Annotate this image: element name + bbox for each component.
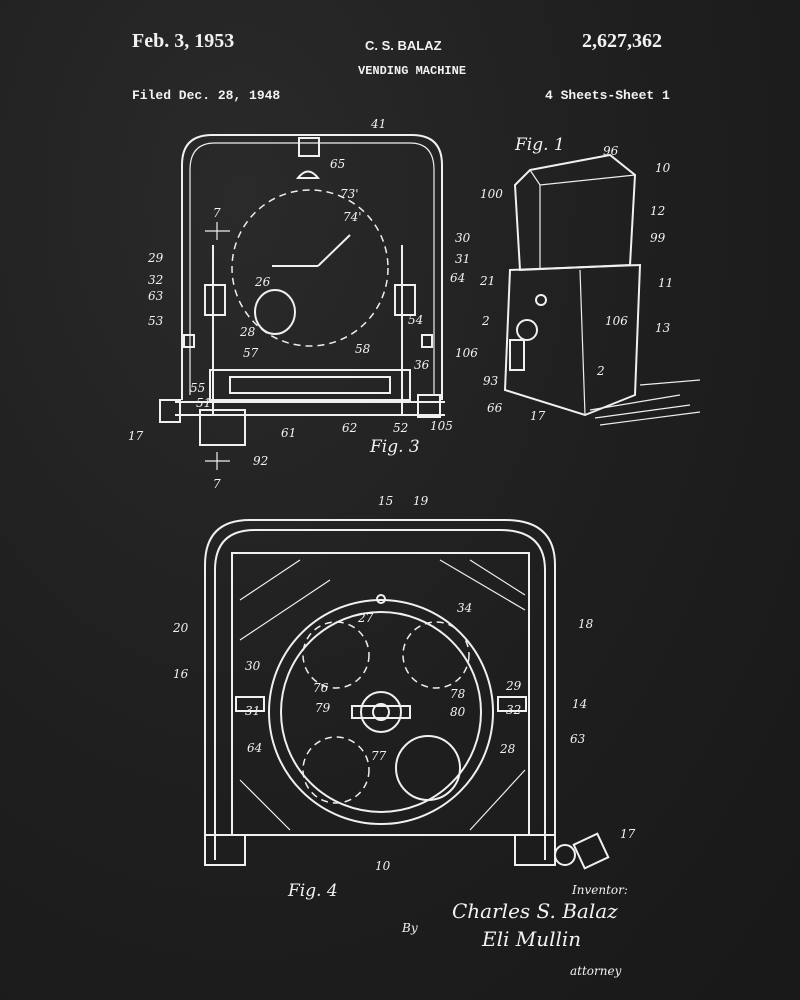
fig4-label: 28 <box>499 742 516 756</box>
fig3-label: 92 <box>253 454 268 468</box>
fig3-label: 29 <box>147 251 164 265</box>
fig3-label: 41 <box>370 117 386 131</box>
fig1-label: 99 <box>650 231 666 245</box>
inventor-label: Inventor: <box>571 883 628 897</box>
fig4-label: 19 <box>413 494 429 508</box>
fig1-label: 13 <box>655 321 671 335</box>
fig4-label: 10 <box>375 859 391 873</box>
fig1-caption: Fig. 1 <box>514 135 565 155</box>
fig3-label: 62 <box>342 421 357 435</box>
fig4-label: 15 <box>378 494 393 508</box>
patent-number: 2,627,362 <box>582 30 662 52</box>
fig3-label: 57 <box>243 346 259 360</box>
fig4-label: 18 <box>578 617 594 631</box>
fig1-label: 93 <box>483 374 499 388</box>
fig3-label: 73' <box>340 187 359 201</box>
sheets-info: 4 Sheets-Sheet 1 <box>545 88 670 103</box>
fig4-label: 79 <box>315 701 331 715</box>
fig3-label: 31 <box>455 252 470 266</box>
fig3-label: 64 <box>450 271 465 285</box>
patent-title: VENDING MACHINE <box>358 64 467 78</box>
fig4-label: 34 <box>457 601 472 615</box>
fig1-label: 12 <box>650 204 665 218</box>
fig3-label: 74' <box>343 210 362 224</box>
inventor-short: C. S. BALAZ <box>365 38 442 53</box>
fig1-label: 11 <box>658 276 673 290</box>
fig3-label: 32 <box>148 273 163 287</box>
patent-date: Feb. 3, 1953 <box>132 30 235 52</box>
fig1-label: 10 <box>655 161 671 175</box>
fig4-label: 32 <box>506 703 521 717</box>
fig3-label: 17 <box>128 429 144 443</box>
attorney-signature: Eli Mullin <box>481 927 581 951</box>
fig3-label: 65 <box>330 157 345 171</box>
fig4-caption: Fig. 4 <box>287 881 338 901</box>
fig1-label: 2 <box>481 314 490 328</box>
fig3-caption: Fig. 3 <box>369 437 420 457</box>
fig3-label: 26 <box>254 275 271 289</box>
fig4-label: 17 <box>620 827 636 841</box>
fig3-label: 105 <box>430 419 453 433</box>
fig3-label: 7 <box>213 477 221 491</box>
fig1-label: 17 <box>530 409 546 423</box>
fig3-label: 52 <box>393 421 408 435</box>
fig3-label: 58 <box>355 342 371 356</box>
fig4-label: 31 <box>245 704 260 718</box>
fig1-label: 2 <box>596 364 605 378</box>
fig3-label: 30 <box>455 231 471 245</box>
fig1-label: 106 <box>605 314 628 328</box>
inventor-signature: Charles S. Balaz <box>452 899 618 923</box>
fig4-label: 27 <box>357 611 374 625</box>
signature-block: Inventor: Charles S. Balaz By Eli Mullin… <box>401 883 628 978</box>
fig3-label: 51 <box>196 396 211 410</box>
attorney-label: attorney <box>570 964 622 978</box>
fig3-label: 61 <box>281 426 296 440</box>
fig1-label: 100 <box>480 187 503 201</box>
fig4-label: 78 <box>450 687 466 701</box>
fig4-label: 14 <box>572 697 587 711</box>
filed-date: Filed Dec. 28, 1948 <box>132 88 281 103</box>
fig4-label: 30 <box>245 659 261 673</box>
fig1-label: 21 <box>479 274 495 288</box>
fig4-label: 64 <box>247 741 262 755</box>
by-label: By <box>401 921 418 935</box>
fig3-label: 28 <box>239 325 256 339</box>
fig3-label: 106 <box>455 346 478 360</box>
figure-3: 41 65 73' 74' 7 29 32 63 53 26 28 30 31 … <box>128 117 478 491</box>
fig4-label: 63 <box>570 732 586 746</box>
fig3-label: 63 <box>148 289 164 303</box>
fig4-label: 20 <box>172 621 189 635</box>
fig3-label: 7 <box>213 206 221 220</box>
fig3-label: 55 <box>190 381 205 395</box>
fig3-label: 36 <box>414 358 430 372</box>
fig1-label: 66 <box>487 401 503 415</box>
fig4-label: 29 <box>505 679 522 693</box>
figure-4: 15 19 27 34 18 20 16 30 31 64 76 78 79 8… <box>172 494 636 901</box>
fig3-label: 54 <box>408 313 423 327</box>
fig3-label: 53 <box>148 314 164 328</box>
fig4-label: 77 <box>371 749 387 763</box>
fig1-label: 96 <box>603 144 619 158</box>
fig4-label: 80 <box>450 705 466 719</box>
fig4-label: 76 <box>313 681 329 695</box>
fig4-label: 16 <box>173 667 189 681</box>
figure-1: Fig. 1 96 10 100 12 99 21 11 2 106 13 2 … <box>479 135 701 426</box>
